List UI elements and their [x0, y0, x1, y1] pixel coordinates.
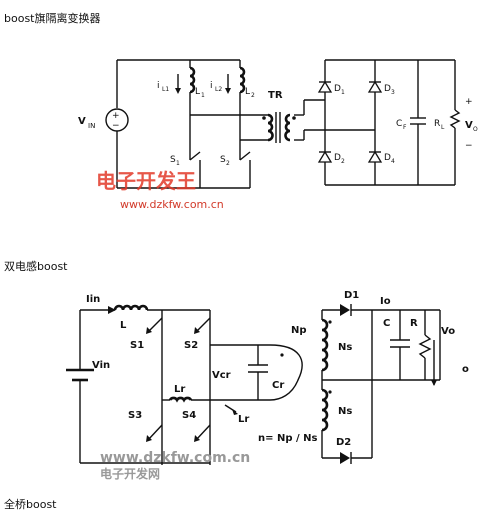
rl-label-sub: L — [441, 124, 445, 131]
cr-label: Cr — [272, 380, 284, 391]
s3-arrowhead — [146, 435, 152, 442]
turns-ratio-label: n= Np / Ns — [258, 433, 317, 444]
rl-label: R — [434, 119, 440, 129]
d4-label: D — [384, 153, 391, 163]
transformer-label: TR — [268, 90, 283, 101]
il1-label: i — [157, 81, 160, 91]
s4-2-label: S4 — [182, 410, 196, 421]
vo-label-sub: O — [473, 126, 478, 133]
il1-label-sub: L1 — [162, 86, 169, 93]
s3-2-label: S3 — [128, 410, 142, 421]
d1-label-sub: 1 — [341, 89, 345, 96]
il1-arrowhead — [175, 88, 181, 94]
ns-top-label: Ns — [338, 342, 352, 353]
ns-bottom-label: Ns — [338, 406, 352, 417]
ns-top-dot — [328, 320, 332, 324]
inductor-l2 — [239, 66, 246, 94]
vcr-label: Vcr — [212, 370, 231, 381]
s2-label: S — [220, 155, 226, 165]
diode-d2 — [317, 150, 333, 163]
d2-label-sub: 2 — [341, 158, 345, 165]
resistor-r — [418, 334, 432, 359]
diode-d4 — [367, 150, 383, 163]
np-label: Np — [291, 325, 307, 336]
d1-2-label: D1 — [344, 290, 359, 301]
cf-label: C — [396, 119, 402, 129]
s2-label-sub: 2 — [226, 160, 230, 167]
l1-label: L — [195, 87, 200, 97]
section-title-boost-isolated: boost旗隔离变换器 — [4, 12, 101, 25]
l1-label-sub: 1 — [201, 92, 205, 99]
watermark-url-2: www.dzkfw.com.cn — [100, 450, 250, 466]
lr2-arrow — [224, 404, 237, 413]
r-label: R — [410, 318, 418, 329]
watermark-url-1: www.dzkfw.com.cn — [120, 198, 224, 211]
diode-d2-2 — [340, 452, 350, 464]
io-label: Io — [380, 296, 391, 307]
vo-minus: − — [465, 141, 473, 151]
d3-label: D — [384, 84, 391, 94]
d1-label: D — [334, 84, 341, 94]
vin-label: V — [78, 116, 86, 127]
lr2-arrowhead — [232, 409, 238, 415]
d2-2-label: D2 — [336, 437, 351, 448]
s4-arrowhead — [194, 435, 200, 442]
switch-s2-2 — [195, 317, 211, 333]
vin2-label: Vin — [92, 360, 110, 371]
inductor-l1 — [189, 66, 196, 94]
il2-label-sub: L2 — [215, 86, 222, 93]
vin-plus: + — [112, 111, 120, 121]
switch-s4-2 — [195, 424, 211, 441]
winding-ns-top — [321, 318, 329, 372]
vin-minus: − — [112, 121, 120, 131]
s2-2-label: S2 — [184, 340, 198, 351]
l2-label-sub: 2 — [251, 92, 255, 99]
diode-d1 — [317, 80, 333, 93]
s1-label-sub: 1 — [176, 160, 180, 167]
primary-loop-wire — [269, 344, 303, 401]
inductor-lr — [168, 396, 193, 403]
vin-source: + − — [105, 60, 129, 188]
d4-label-sub: 4 — [391, 158, 395, 165]
switch-s2 — [239, 151, 251, 161]
watermark-cn-net: 电子开发网 — [100, 466, 160, 481]
vo-arrowhead — [431, 380, 437, 386]
c-label: C — [383, 318, 390, 329]
iin-arrowhead — [108, 306, 116, 314]
ns-bottom-dot — [328, 390, 332, 394]
vo-label: V — [465, 120, 473, 131]
diode-d1-2 — [340, 304, 350, 316]
s2-arrowhead — [194, 327, 200, 334]
d2-label: D — [334, 153, 341, 163]
il2-arrowhead — [225, 88, 231, 94]
vin-label-sub: IN — [88, 122, 95, 130]
cf-label-sub: F — [403, 124, 407, 131]
d3-label-sub: 3 — [391, 89, 395, 96]
il2-label: i — [210, 81, 213, 91]
lr2-label: Lr — [238, 414, 249, 425]
s1-label: S — [170, 155, 176, 165]
lr-label: Lr — [174, 384, 185, 395]
s1-2-label: S1 — [130, 340, 144, 351]
vo-2-label: Vo — [441, 326, 455, 337]
resistor-rl — [449, 109, 461, 129]
cr-dot — [280, 353, 284, 357]
l2-inductor-label: L — [120, 320, 127, 331]
winding-ns-bottom — [321, 388, 329, 432]
section-title-full-bridge-boost: 全桥boost — [4, 498, 57, 511]
switch-s1 — [189, 151, 201, 161]
l2-label: L — [245, 87, 250, 97]
diode-d3 — [367, 80, 383, 93]
inductor-l — [113, 304, 149, 311]
switch-s1-2 — [147, 317, 163, 333]
iin-label: Iin — [86, 294, 100, 305]
o-label: o — [462, 364, 469, 375]
vo-plus: + — [465, 97, 473, 107]
switch-s3-2 — [147, 424, 163, 441]
transformer-tr — [262, 112, 296, 143]
section-title-dual-inductor-boost: 双电感boost — [4, 260, 68, 273]
s1-arrowhead — [146, 327, 152, 334]
watermark-cn-brand: 电子开发王 — [96, 169, 196, 193]
